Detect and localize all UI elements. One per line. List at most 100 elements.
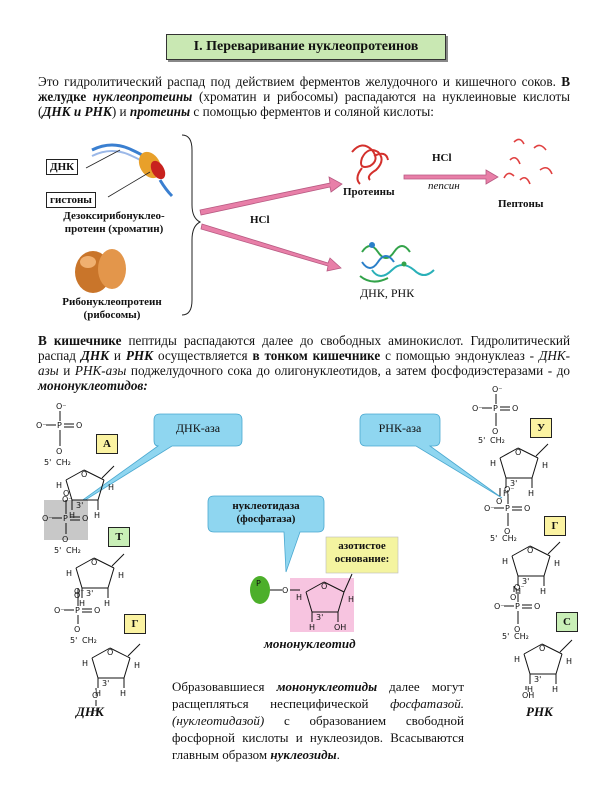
hydrogen-label: H (348, 595, 354, 604)
oxygen-label: O (496, 497, 502, 506)
chromatin-illustration (85, 143, 174, 198)
oxygen-label: O (492, 427, 498, 436)
dna-base-a: А (96, 434, 118, 454)
hydrogen-label: H (554, 559, 560, 568)
nucleotidase-label: нуклеотидаза(фосфатаза) (232, 500, 300, 525)
ring-bond (305, 591, 313, 613)
ring-oxygen-label: O (91, 558, 97, 567)
phosphorus-label: P (63, 514, 68, 523)
ch2-label: CH₂ (66, 546, 81, 555)
hydrogen-label: H (79, 599, 85, 608)
hydrogen-label: H (566, 657, 572, 666)
ring-bond (529, 545, 551, 557)
oxygen-label: O (82, 514, 88, 523)
hydrogen-label: H (490, 459, 496, 468)
oxygen-label: O (56, 447, 62, 456)
base-link (535, 443, 549, 457)
histone-box-label: гистоны (46, 192, 96, 208)
phosphate-circle (250, 576, 270, 604)
oxygen-minus-label: O⁻ (472, 404, 483, 413)
ring-bond (543, 555, 551, 577)
carbon-5-label: 5' (54, 546, 61, 555)
grouping-brace (181, 134, 202, 316)
carbon-5-label: 5' (502, 632, 509, 641)
ring-oxygen-label: O (527, 546, 533, 555)
protein-coil (351, 144, 389, 185)
dna-rna-label: ДНК, РНК (360, 286, 415, 300)
ring-bond (499, 447, 519, 459)
ch2-label: CH₂ (514, 632, 529, 641)
phosphorus-label: P (515, 602, 520, 611)
ch2-label: CH₂ (502, 534, 517, 543)
oxygen-label: O (510, 593, 516, 602)
conclusion-paragraph: Образовавшиеся мононуклеотиды далее могу… (172, 679, 464, 762)
hydrogen-label: H (118, 571, 124, 580)
ring-bond (123, 657, 131, 679)
hydrogen-label: H (503, 489, 509, 498)
oxygen-minus-label: O⁻ (36, 421, 47, 430)
ring-bond (523, 643, 543, 655)
intro-text-3: нуклеопротеины (92, 89, 193, 104)
ring-bond (517, 447, 539, 459)
hydrogen-label: H (120, 689, 126, 698)
oxygen-minus-label: O⁻ (514, 583, 525, 592)
base-link (111, 553, 125, 567)
ring-bond (305, 581, 325, 593)
ring-bond (65, 469, 85, 481)
base-link (343, 573, 353, 593)
hydroxyl-label: OH (334, 623, 346, 632)
carbon-3-label: 3' (534, 675, 541, 684)
ring-bond (323, 581, 345, 593)
dna-base-g: Г (124, 614, 146, 634)
oxygen-label: O (74, 591, 80, 600)
carbon-5-label: 5' (44, 458, 51, 467)
ch2-label: CH₂ (56, 458, 71, 467)
hcl-main-label: HCl (250, 214, 270, 226)
nucleic-acid-molecules (359, 242, 435, 283)
base-link (559, 639, 573, 653)
oxygen-label: O (63, 489, 69, 498)
hydrogen-label: H (82, 659, 88, 668)
intro-text-6: ) и (111, 104, 130, 119)
rna-base-g: Г (544, 516, 566, 536)
pepsin-label: пепсин (428, 180, 460, 192)
dna-box-label: ДНК (46, 159, 79, 175)
oxygen-minus-label: O⁻ (62, 495, 73, 504)
ring-oxygen-label: O (515, 448, 521, 457)
hcl-small-label: HCl (432, 152, 452, 164)
nitrogen-base-highlight (325, 536, 399, 574)
intro-text-5: ДНК и РНК (42, 104, 112, 119)
hydrogen-label: H (502, 557, 508, 566)
ring-bond (93, 557, 115, 569)
hydrogen-label: H (296, 593, 302, 602)
hydrogen-label: H (514, 655, 520, 664)
ring-bond (83, 469, 105, 481)
oxygen-label: O (94, 606, 100, 615)
carbon-3-label: 3' (510, 479, 517, 488)
hydrogen-label: H (66, 569, 72, 578)
ring-bond (555, 653, 563, 675)
oxygen-label: O (504, 527, 510, 536)
oxygen-label: O (512, 404, 518, 413)
intro-text-2: В желудке (38, 74, 570, 104)
hydrogen-label: H (69, 511, 75, 520)
ring-bond (91, 647, 111, 659)
carbon-3-label: 3' (76, 501, 83, 510)
hydrogen-label: H (108, 483, 114, 492)
intro-text-8: с помощью ферментов и соляной кислоты: (190, 104, 434, 119)
hydrogen-label: H (527, 685, 533, 694)
nucleotidase-bubble (207, 495, 325, 573)
hydrogen-label: H (92, 707, 98, 716)
ring-bond (97, 479, 105, 501)
oxygen-label: O (62, 535, 68, 544)
chromatin-label: Дезоксирибонуклео-протеин (хроматин) (63, 210, 165, 235)
ch2-label: CH₂ (490, 436, 505, 445)
hydrolysis-arrows (199, 169, 499, 272)
ring-bond (531, 457, 539, 479)
oxygen-minus-label: O⁻ (504, 485, 515, 494)
oxygen-minus-label: O⁻ (484, 504, 495, 513)
